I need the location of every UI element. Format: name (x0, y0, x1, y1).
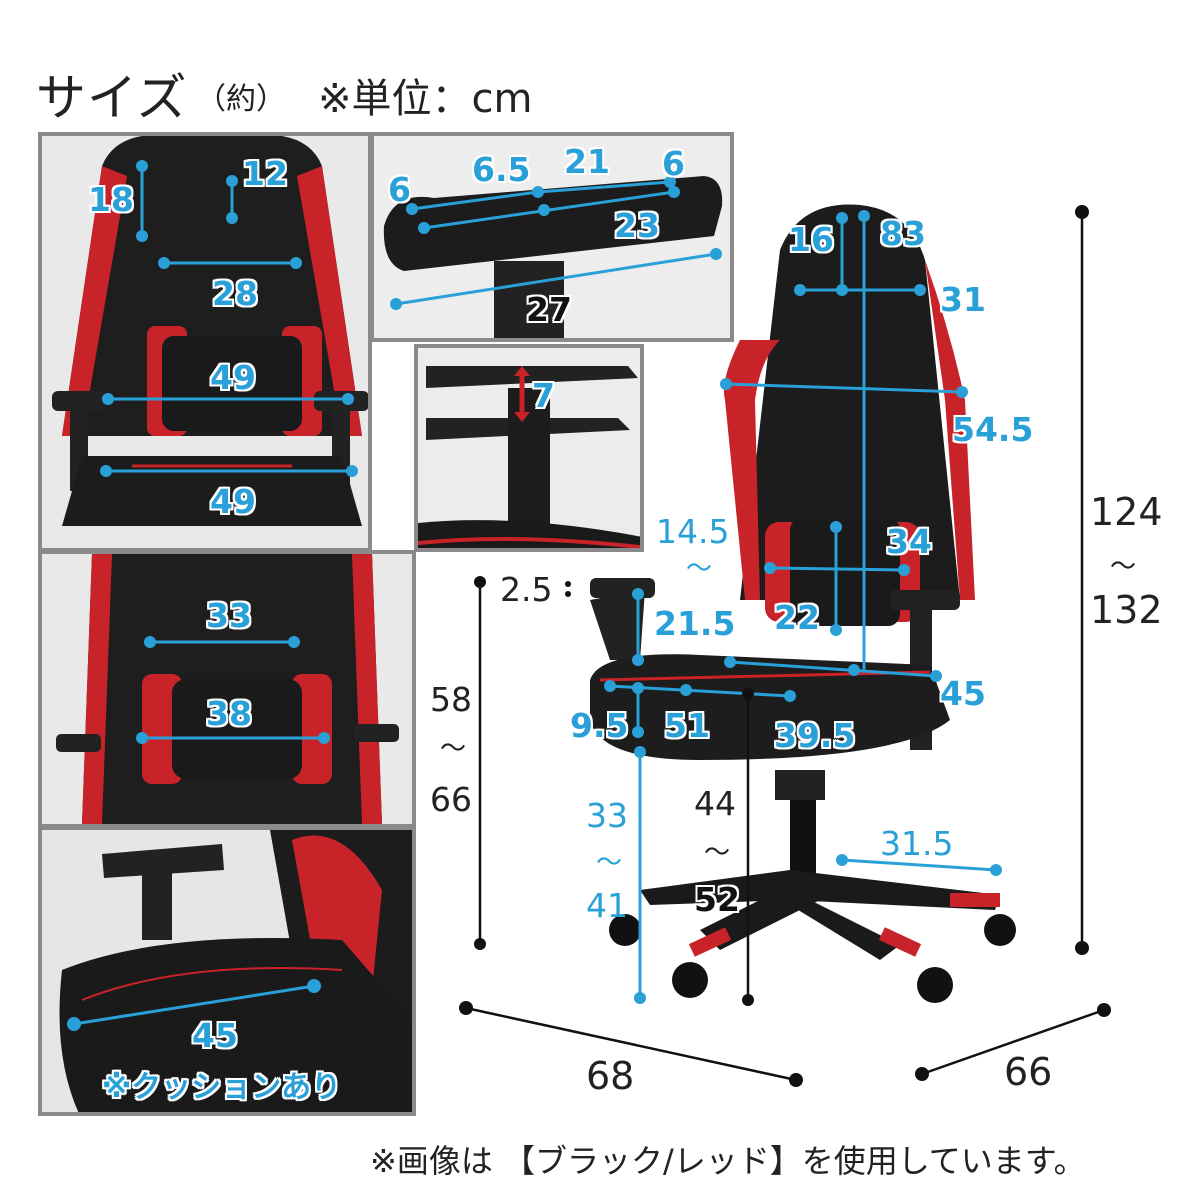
footnote: ※画像は 【ブラック/レッド】を使用しています。 (370, 1142, 1086, 1180)
dim-mid-pad: 6.5 (472, 150, 531, 189)
dim-arm-length-top: 21 (564, 142, 610, 181)
dim-depth: 66 (1004, 1050, 1053, 1094)
dim-lumbar-width: 38 (206, 694, 252, 733)
dim-main-arm-height: 21.5 (654, 604, 736, 643)
dim-seat-depth: 45 (192, 1016, 238, 1055)
dim-main-arm-gap: 14.5 (656, 512, 730, 551)
armrest-height-illustration (418, 348, 640, 548)
dim-total-min: 124 (1090, 490, 1163, 534)
dim-arm-adjust: 7 (532, 376, 555, 415)
dim-seat-top-max: 52 (694, 880, 740, 919)
dim-arm-floor-min: 58 (430, 680, 472, 719)
approx-label: （約） (196, 82, 286, 117)
dim-front-pad: 6 (388, 170, 411, 209)
panel-lower-back: 33 38 (38, 550, 416, 828)
dim-seat-top-min: 44 (694, 784, 736, 823)
tilde-total: ～ (1110, 552, 1137, 582)
dim-headrest-height: 18 (88, 180, 134, 219)
dim-main-arm-adjust: 2.5 (500, 570, 553, 609)
dim-main-headrest-width: 16 (788, 220, 834, 259)
dim-arm-length-inner: 23 (614, 206, 660, 245)
dim-main-seat-depth: 51 (664, 706, 710, 745)
dim-seat-floor-min: 33 (586, 796, 628, 835)
dim-base-radius: 31.5 (880, 824, 954, 863)
dim-main-shoulder-width: 54.5 (952, 410, 1034, 449)
panel-armrest-top: 6 6.5 21 6 23 27 (370, 132, 734, 342)
dim-back-width: 49 (210, 358, 256, 397)
lower-back-illustration (42, 554, 412, 824)
armrest-illustration (374, 136, 730, 338)
unit-label: ※単位：cm (318, 76, 533, 122)
dim-seat-floor-max: 41 (586, 886, 628, 925)
dim-seat-width: 49 (210, 482, 256, 521)
tilde-seat-top: ～ (704, 838, 731, 868)
dim-arm-floor-max: 66 (430, 780, 472, 819)
tilde-arm: ～ (686, 554, 713, 584)
panel-armrest-height: 7 (414, 344, 644, 552)
dim-main-head-width: 31 (940, 280, 986, 319)
dim-main-back-height: 83 (880, 214, 926, 253)
dim-rear-pad: 6 (662, 144, 685, 183)
panel-back-top: 18 12 28 49 49 (38, 132, 372, 552)
dim-headrest-gap: 12 (242, 154, 288, 193)
dim-main-lumbar-width: 34 (886, 522, 932, 561)
dim-upper-back-width: 28 (212, 274, 258, 313)
dim-main-seat-width: 39.5 (774, 716, 856, 755)
dim-main-seat-front: 9.5 (570, 706, 629, 745)
page-title: サイズ (36, 69, 188, 127)
cushion-note: ※クッションあり (102, 1070, 342, 1105)
dim-total-max: 132 (1090, 588, 1163, 632)
dim-main-seat-depth-rear: 45 (940, 674, 986, 713)
dim-lower-upper-width: 33 (206, 596, 252, 635)
back-top-illustration (42, 136, 368, 548)
tilde-seat-floor: ～ (596, 848, 623, 878)
tilde-arm-floor: ～ (440, 734, 467, 764)
dim-arm-length-total: 27 (526, 290, 572, 329)
dim-width: 68 (586, 1054, 635, 1098)
panel-seat-side: 45 ※クッションあり (38, 826, 416, 1116)
seat-side-illustration (42, 830, 412, 1112)
dim-main-lumbar-height: 22 (774, 598, 820, 637)
